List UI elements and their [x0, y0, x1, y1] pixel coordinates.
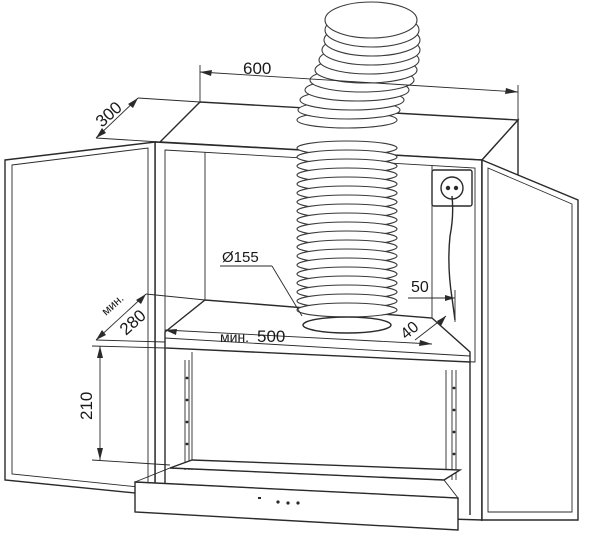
duct-diameter-label: Ø155: [222, 249, 259, 266]
duct-rib: [296, 302, 398, 318]
min-width-dimension-label: 500: [257, 327, 285, 346]
wall-offset-dimension-label: 50: [411, 279, 429, 296]
width-dimension-label: 600: [243, 59, 271, 78]
flexible-duct: [296, 1, 421, 334]
hood-unit: [134, 360, 463, 531]
hood-control-buttons: [258, 497, 300, 505]
right-door: [481, 158, 579, 521]
height-dimension-label: 210: [77, 392, 96, 420]
min-width-prefix-label: мин.: [220, 329, 249, 345]
runner-holes: [185, 376, 456, 456]
depth-dimension-label: 300: [92, 98, 126, 131]
power-socket: [431, 169, 473, 321]
duct-upper-bend: [296, 1, 421, 129]
duct-lower-section: [296, 140, 398, 318]
dimension-lines: [91, 65, 519, 466]
